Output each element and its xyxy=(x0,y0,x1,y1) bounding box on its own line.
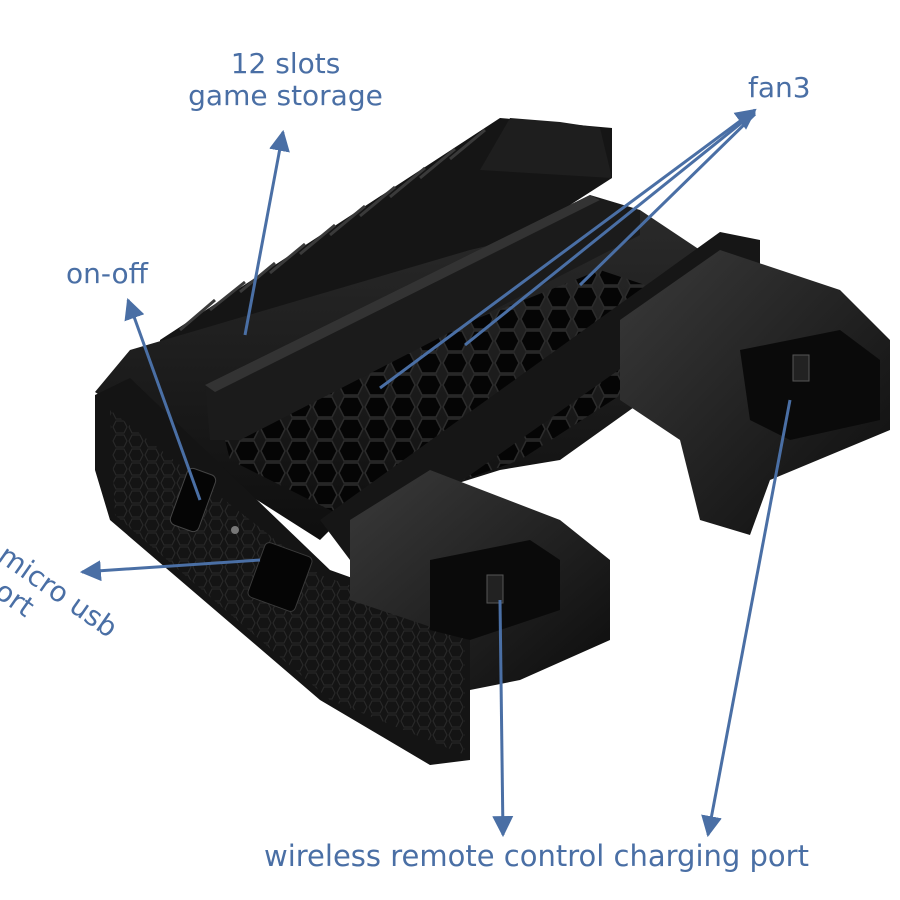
onoff-arrow xyxy=(124,298,202,501)
game-storage-label: 12 slots game storage xyxy=(178,47,393,113)
annotation-arrows xyxy=(79,108,792,838)
slots-label-line2: game storage xyxy=(188,79,383,113)
micro-arrow xyxy=(79,558,261,582)
wireless-arrow-1 xyxy=(492,599,514,838)
charging-port-label: wireless remote control charging port xyxy=(264,839,809,873)
fan-label: fan3 xyxy=(748,71,811,104)
charging-dock-back xyxy=(620,250,890,535)
fan-arrow-2 xyxy=(464,110,756,347)
on-off-switch[interactable] xyxy=(169,467,218,534)
fan-arrow-1 xyxy=(379,108,757,390)
micro-usb-port xyxy=(247,542,313,612)
slots-arrow xyxy=(243,129,290,336)
slots-label-line1: 12 slots xyxy=(230,47,341,80)
wireless-arrow-2 xyxy=(701,399,792,838)
charging-dock-front xyxy=(350,470,610,690)
fan-arrow-3 xyxy=(578,112,757,287)
on-off-label: on-off xyxy=(66,257,148,290)
